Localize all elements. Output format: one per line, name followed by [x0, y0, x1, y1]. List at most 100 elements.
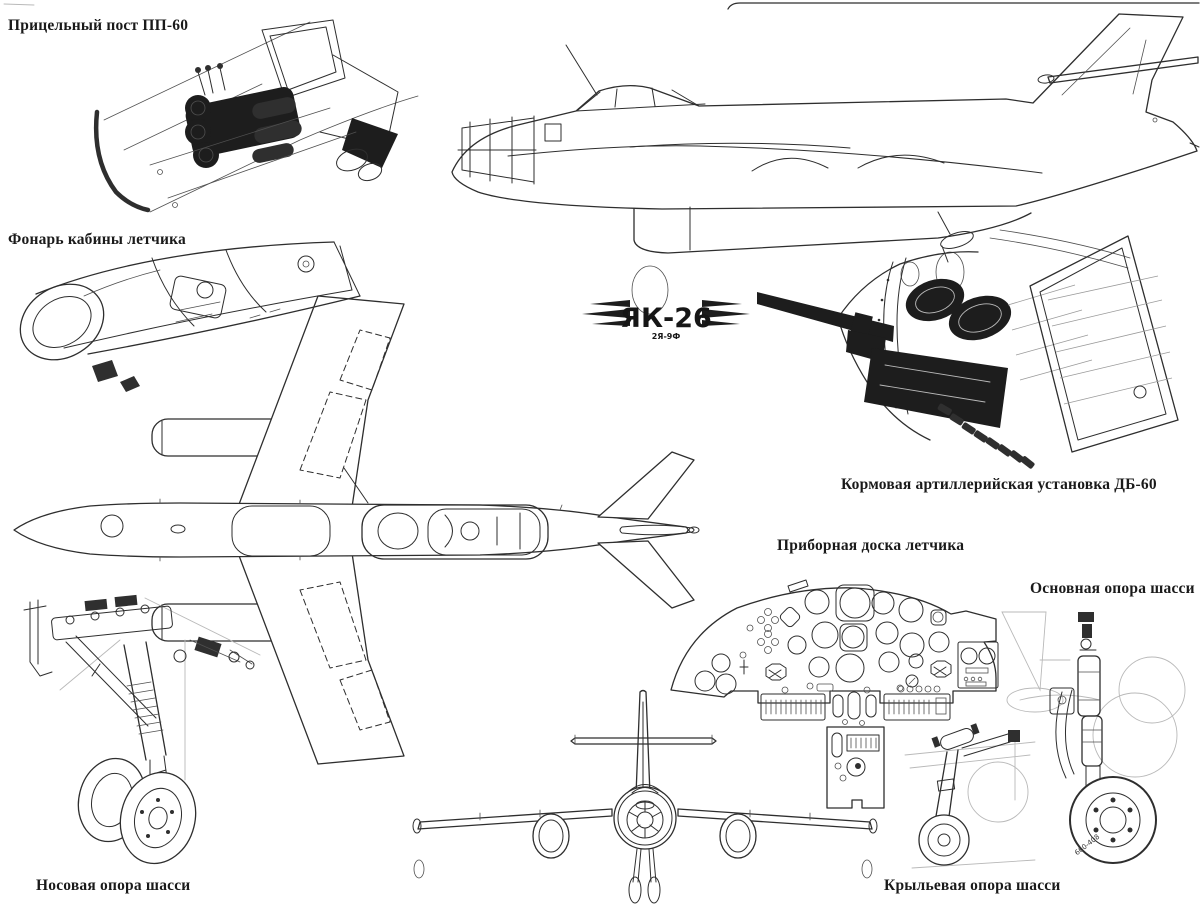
- label-nose-gear: Носовая опора шасси: [36, 877, 191, 894]
- outrigger-right: [861, 859, 873, 879]
- wing-upper: [237, 295, 405, 508]
- flap-fairings: [751, 154, 945, 172]
- scan-smudge: [3, 3, 35, 6]
- label-tail-gun: Кормовая артиллерийская установка ДБ-60: [841, 476, 1157, 493]
- outrigger-left: [413, 859, 425, 879]
- nose-wheel-front: [119, 771, 197, 865]
- fin-front: [635, 689, 651, 796]
- sighting-post-drawing: [93, 19, 419, 213]
- brace-links: [961, 733, 1011, 757]
- seat: [169, 275, 227, 319]
- canopy-sill: [63, 289, 353, 349]
- wing-root-line: [507, 145, 1043, 174]
- antenna-mast: [565, 44, 598, 96]
- canopy-front: [626, 784, 664, 794]
- ammo-belt: [937, 403, 1035, 469]
- canopy-bottom-edge: [87, 295, 361, 355]
- stabilizer-upper: [597, 451, 695, 520]
- nacelle-left-front: [532, 813, 570, 859]
- canopy-frame: [261, 19, 346, 99]
- fuselage-plan: [13, 502, 689, 558]
- gun-breech: [864, 348, 1008, 428]
- panel-dials: [694, 584, 952, 695]
- tail-gun-drawing: [757, 211, 1179, 469]
- cockpit-canopy-frames: [575, 87, 706, 112]
- gun-barrel: [757, 292, 894, 342]
- ghost-wheel-front: [631, 265, 669, 315]
- wing-right-front: [677, 808, 873, 830]
- right-subpanel: [957, 641, 999, 689]
- top-fairing: [940, 231, 974, 249]
- label-canopy: Фонарь кабины летчика: [8, 231, 186, 248]
- drag-struts: [65, 635, 157, 727]
- label-sighting-post: Прицельный пост ПП-60: [8, 17, 189, 34]
- tail-gun-tip: [1189, 142, 1200, 148]
- label-instrument-panel: Приборная доска летчика: [777, 537, 965, 554]
- oleo-upper: [1077, 655, 1101, 717]
- gear-beam: [51, 605, 173, 641]
- top-view-drawing: [13, 295, 700, 765]
- logo-subtitle: 2Я-9Ф: [652, 332, 681, 341]
- fuselage-front: [613, 786, 677, 850]
- tailplane-side: [1047, 56, 1199, 84]
- shock-strut: [123, 641, 167, 761]
- side-arm: [1055, 689, 1075, 779]
- outrigger-wheel: [918, 814, 970, 866]
- yak26-logo: ЯК-26 2Я-9Ф: [582, 300, 750, 341]
- panel-top-tab: [787, 579, 809, 593]
- canopy-top-edge: [35, 241, 335, 295]
- page-edge-line: [727, 2, 1200, 10]
- glazing-spokes: [628, 801, 662, 839]
- tailcone-top: [837, 251, 979, 319]
- selector-switch: [930, 660, 952, 678]
- wing-lower: [237, 552, 405, 765]
- gear-legs-front: [632, 848, 657, 883]
- front-view-drawing: [412, 689, 878, 904]
- side-window: [544, 123, 562, 142]
- mount-fin: [342, 118, 398, 168]
- outrigger-leg: [934, 749, 959, 825]
- main-wheel: [1069, 776, 1157, 864]
- canopy-fittings: [92, 360, 140, 392]
- label-wing-gear: Крыльевая опора шасси: [884, 877, 1061, 894]
- nose-hatch: [231, 505, 331, 557]
- label-main-gear: Основная опора шасси: [1030, 580, 1195, 597]
- headrest: [460, 521, 480, 541]
- canopy-plan: [361, 504, 549, 560]
- fin-detail-lines: [1061, 27, 1147, 96]
- oleo-lower: [1081, 715, 1103, 767]
- ammo-drum-2: [948, 295, 1012, 341]
- fuselage-outline: [451, 13, 1198, 210]
- retract-cylinder: [940, 728, 974, 750]
- nose-glazing-plan: [100, 514, 124, 538]
- fin-plan: [619, 524, 695, 536]
- main-gear-drawing: 660-408: [1001, 611, 1186, 864]
- side-view-drawing: [451, 13, 1200, 315]
- nose-gear-drawing: [23, 594, 261, 865]
- antenna-plan: [343, 467, 369, 504]
- wing-left-front: [417, 808, 613, 830]
- engine-nacelle-side: [633, 208, 1032, 254]
- nacelle-right-front: [719, 813, 757, 859]
- bulkhead-ring: [19, 283, 105, 361]
- flap-outline-dashed: [299, 391, 367, 479]
- ammo-drum-1: [905, 278, 965, 322]
- canopy-drawing: [19, 241, 361, 392]
- nose-glazing: [457, 115, 537, 185]
- spring-coils: [126, 681, 164, 735]
- instrument-panel-drawing: [670, 579, 999, 809]
- panel-outline: [670, 587, 997, 704]
- logo-text: ЯК-26: [620, 303, 712, 334]
- canopy-ribs: [151, 249, 267, 327]
- selector-switch: [765, 663, 787, 681]
- logo-wing-right: [702, 300, 750, 326]
- logo-wing-left: [582, 300, 630, 326]
- sight-forks: [197, 67, 226, 96]
- prop-lever: [739, 659, 749, 675]
- switch-rows: [760, 685, 951, 726]
- windshield-bow: [93, 109, 151, 213]
- wing-gear-drawing: [904, 723, 1036, 869]
- left-post: [23, 599, 53, 677]
